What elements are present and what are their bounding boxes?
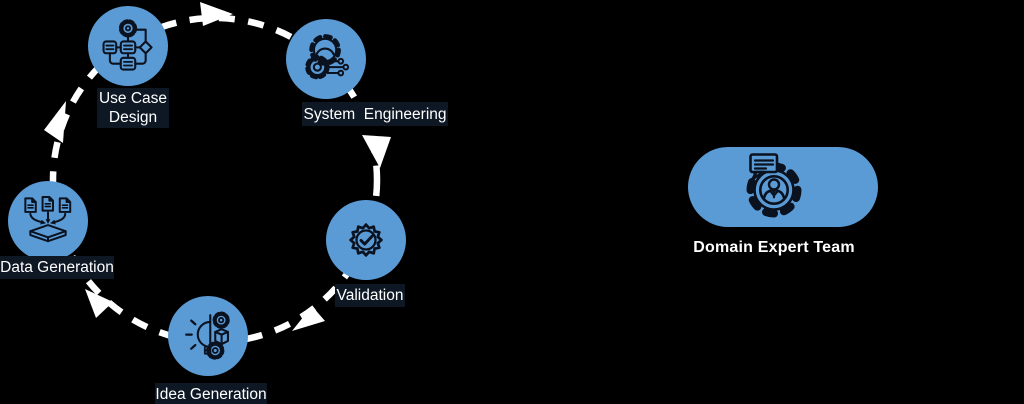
label-system-engineering: System Engineering (302, 102, 448, 126)
node-validation (326, 200, 406, 280)
label-line: Use Case (98, 90, 168, 107)
arrowhead-left-icon (44, 101, 66, 143)
flowchart-gear-icon (102, 19, 153, 71)
arrowhead-bottom-left-icon (85, 289, 113, 318)
label-domain-expert-team: Domain Expert Team (693, 238, 855, 256)
bulb-gears-cube-icon (185, 311, 230, 360)
documents-merge-icon (24, 195, 72, 243)
label-idea-generation: Idea Generation (155, 383, 267, 404)
gears-circuit-icon (305, 34, 350, 80)
node-idea-generation (168, 296, 248, 376)
arrowhead-top-icon (200, 2, 233, 26)
label-line: Design (108, 109, 158, 126)
arrowhead-bottom-right-icon (292, 306, 325, 331)
gear-person-chat-icon (746, 153, 802, 218)
node-system-engineering (286, 19, 366, 99)
node-use-case-design (88, 6, 168, 86)
dashed-ring (49, 14, 381, 346)
seal-check-icon (349, 223, 383, 257)
arrowhead-right-icon (362, 135, 391, 168)
label-use-case-design: Use Case Design (97, 88, 169, 128)
label-validation: Validation (335, 284, 405, 307)
label-data-generation: Data Generation (0, 256, 114, 279)
node-data-generation (8, 181, 88, 261)
